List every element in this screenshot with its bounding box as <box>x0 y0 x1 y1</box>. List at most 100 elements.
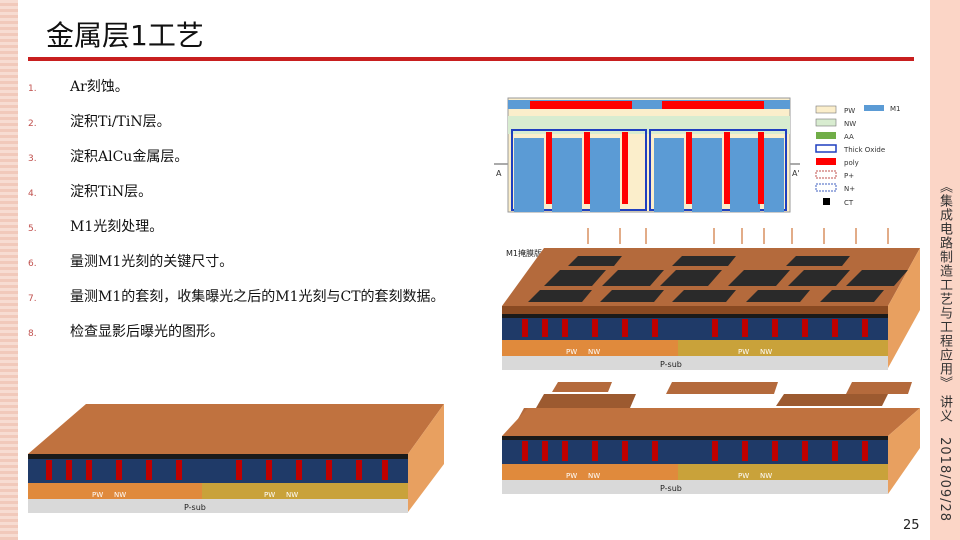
legend-swatch-m1 <box>864 105 884 111</box>
m1-developed-cross-section: PW NW PW NW P-sub <box>496 378 920 496</box>
poly-gate <box>758 132 764 204</box>
step-text: 淀积Ti/TiN层。 <box>70 111 171 131</box>
label-pw: PW <box>566 348 577 356</box>
step-number: 3. <box>28 154 70 164</box>
nw-region <box>202 483 408 499</box>
label-psub: P-sub <box>184 503 206 512</box>
page-number: 25 <box>903 518 920 533</box>
substrate <box>502 356 888 370</box>
legend-label-aa: AA <box>844 133 854 141</box>
page-title: 金属层1工艺 <box>46 14 204 54</box>
legend-label-pw: PW <box>844 107 855 115</box>
list-item: 5.M1光刻处理。 <box>28 216 498 251</box>
m1-finger <box>764 138 784 212</box>
substrate <box>28 499 408 513</box>
poly-top-left <box>530 101 632 109</box>
photoresist-front <box>502 306 888 314</box>
step-number: 2. <box>28 119 70 129</box>
metal-layer <box>28 454 408 459</box>
step-text: M1光刻处理。 <box>70 216 163 236</box>
legend-label-p-plus: P+ <box>844 172 854 180</box>
step-number: 5. <box>28 224 70 234</box>
legend-label-nw: NW <box>844 120 856 128</box>
label-psub: P-sub <box>660 360 682 369</box>
label-pw: PW <box>738 472 749 480</box>
metal-stack-cross-section: PW NW PW NW P-sub <box>24 402 448 514</box>
label-nw: NW <box>760 472 772 480</box>
poly-gate <box>584 132 590 204</box>
substrate <box>502 480 888 494</box>
legend-label-ct: CT <box>844 199 854 207</box>
step-text: 淀积AlCu金属层。 <box>70 146 188 166</box>
step-text: 淀积TiN层。 <box>70 181 152 201</box>
legend-swatch-ct <box>823 198 830 205</box>
metal-layer <box>502 436 888 440</box>
label-nw: NW <box>286 491 298 499</box>
ild-layer <box>502 440 888 464</box>
step-text: 检查显影后曝光的图形。 <box>70 321 224 341</box>
label-psub: P-sub <box>660 484 682 493</box>
marker-a-prime: A' <box>792 169 800 178</box>
step-number: 1. <box>28 84 70 94</box>
poly-gate <box>724 132 730 204</box>
legend-label-m1: M1 <box>890 105 901 113</box>
legend-swatch-poly <box>816 158 836 165</box>
list-item: 1.Ar刻蚀。 <box>28 76 498 111</box>
label-pw: PW <box>738 348 749 356</box>
label-nw: NW <box>588 348 600 356</box>
mask-label: M1掩膜版 <box>506 248 542 258</box>
ild-layer <box>28 459 408 483</box>
layout-plan-view: A A' PW M1 NW AA Thick Oxide poly P+ N+ … <box>494 94 904 216</box>
m1-finger <box>590 138 620 212</box>
title-divider <box>28 57 914 61</box>
m1-finger <box>654 138 684 212</box>
ild-layer <box>502 318 888 340</box>
legend-label-n-plus: N+ <box>844 185 855 193</box>
legend-swatch-aa <box>816 132 836 139</box>
step-number: 6. <box>28 259 70 269</box>
label-nw: NW <box>588 472 600 480</box>
wafer-top-face <box>502 408 920 436</box>
poly-top-right <box>662 101 764 109</box>
m1-finger <box>692 138 722 212</box>
list-item: 3.淀积AlCu金属层。 <box>28 146 498 181</box>
process-steps-list: 1.Ar刻蚀。 2.淀积Ti/TiN层。 3.淀积AlCu金属层。 4.淀积Ti… <box>28 76 498 356</box>
m1-finger <box>730 138 760 212</box>
label-pw: PW <box>92 491 103 499</box>
step-number: 4. <box>28 189 70 199</box>
legend-swatch-p-plus <box>816 171 836 178</box>
m1-exposure-cross-section: M1掩膜版 PW NW PW NW P-sub <box>496 226 920 372</box>
list-item: 2.淀积Ti/TiN层。 <box>28 111 498 146</box>
m1-finger <box>552 138 582 212</box>
poly-gate <box>546 132 552 204</box>
step-number: 8. <box>28 329 70 339</box>
legend-swatch-pw <box>816 106 836 113</box>
step-number: 7. <box>28 294 70 304</box>
step-text: Ar刻蚀。 <box>70 76 129 96</box>
list-item: 8.检查显影后曝光的图形。 <box>28 321 498 356</box>
legend-label-thick-oxide: Thick Oxide <box>843 146 885 154</box>
label-nw: NW <box>114 491 126 499</box>
list-item: 7.量测M1的套刻，收集曝光之后的M1光刻与CT的套刻数据。 <box>28 286 498 321</box>
legend-label-poly: poly <box>844 159 859 167</box>
metal-top-face <box>28 404 444 454</box>
list-item: 6.量测M1光刻的关键尺寸。 <box>28 251 498 286</box>
nw-region <box>678 464 888 480</box>
exposure-arrows <box>588 228 888 244</box>
nw-region <box>678 340 888 356</box>
course-footer-note: 《集成电路制造工艺与工程应用》 讲义 2018/09/28 <box>935 180 954 522</box>
step-text: 量测M1光刻的关键尺寸。 <box>70 251 233 271</box>
metal-layer <box>502 314 888 318</box>
marker-a: A <box>496 169 502 178</box>
poly-gate <box>622 132 628 204</box>
left-decor-bar <box>0 0 18 540</box>
list-item: 4.淀积TiN层。 <box>28 181 498 216</box>
label-pw: PW <box>264 491 275 499</box>
label-nw: NW <box>760 348 772 356</box>
legend-swatch-n-plus <box>816 184 836 191</box>
step-text: 量测M1的套刻，收集曝光之后的M1光刻与CT的套刻数据。 <box>70 286 445 306</box>
poly-gate <box>686 132 692 204</box>
legend-swatch-nw <box>816 119 836 126</box>
m1-finger <box>514 138 544 212</box>
label-pw: PW <box>566 472 577 480</box>
